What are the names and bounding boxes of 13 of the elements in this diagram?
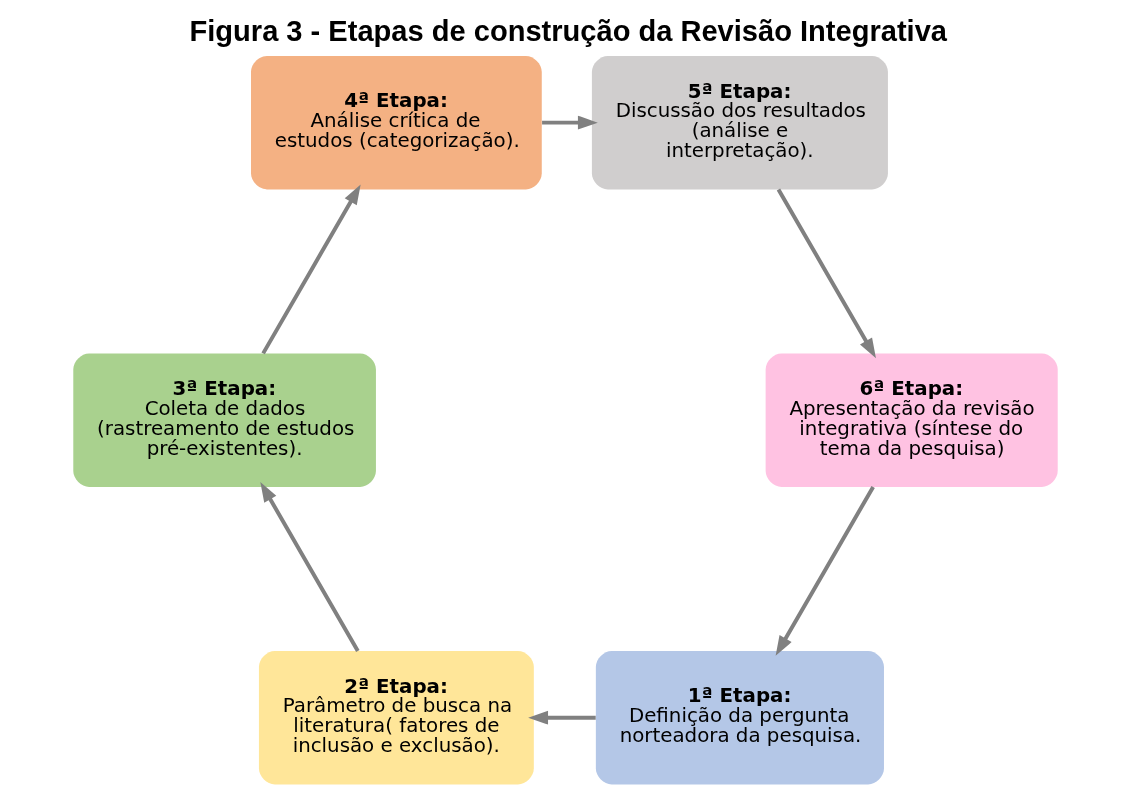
arrow (259, 482, 360, 652)
diagram-title: Figura 3 - Etapas de construção da Revisão Integrativa (189, 14, 947, 47)
arrow (541, 115, 598, 130)
node-box: 1ª Etapa: Definição da pergunta norteadora da pesquisa. (595, 650, 884, 785)
node-box: 2ª Etapa: Parâmetro de busca na literatura( fatores de inclusão e exclusão). (258, 650, 534, 785)
node-box: 3ª Etapa: Coleta de dados (rastreamento de estudos pré-existentes). (72, 353, 376, 487)
arrow (260, 184, 361, 355)
node-box: 4ª Etapa: Análise crítica de estudos (categorização). (250, 55, 542, 190)
arrow (776, 188, 876, 359)
node-box: 6ª Etapa: Apresentação da revisão integrativa (síntese do tema da pesquisa) (765, 353, 1058, 487)
arrow (775, 485, 875, 656)
node-box: 5ª Etapa: Discussão dos resultados (análise e interpretação). (591, 55, 888, 190)
arrow (527, 710, 596, 725)
